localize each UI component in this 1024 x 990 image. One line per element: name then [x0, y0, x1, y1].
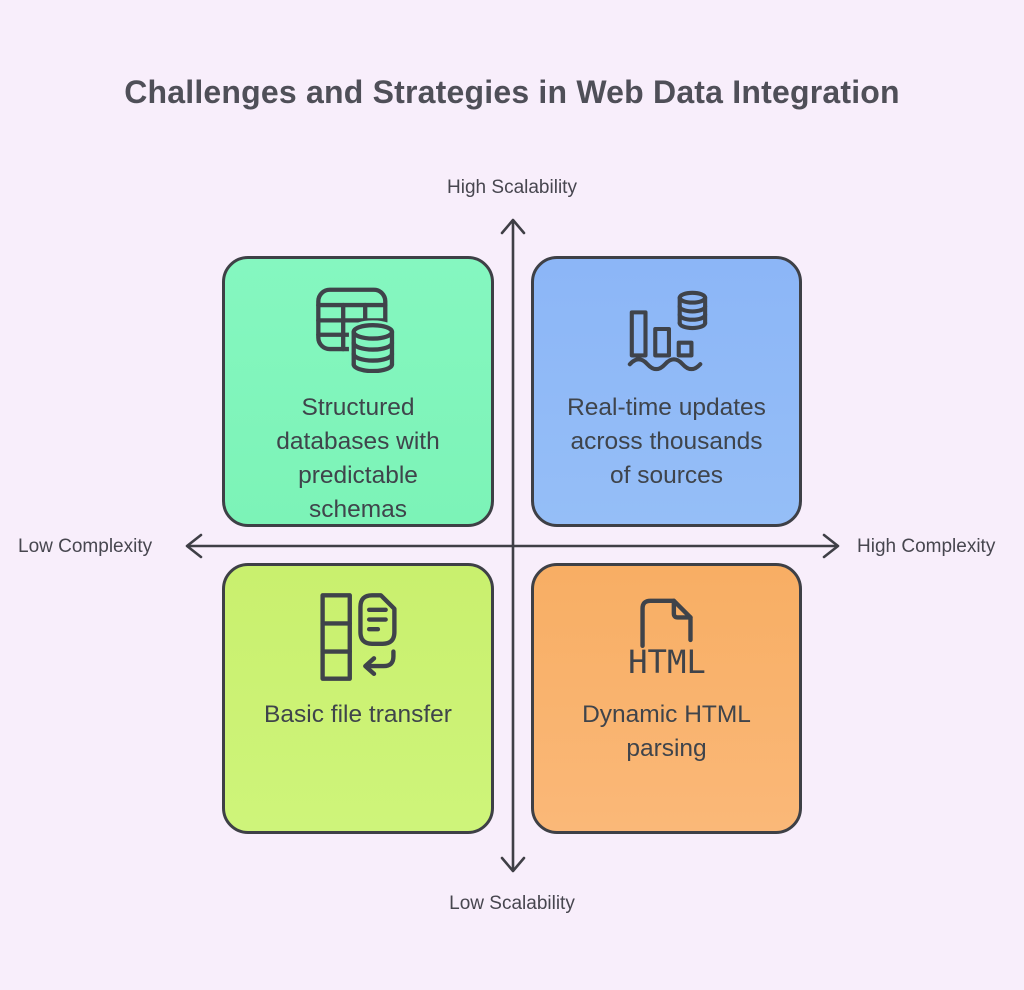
arrowhead-down-icon [500, 856, 526, 873]
html-file-icon: HTML [617, 592, 717, 681]
quadrant-structured-databases: Structured databases with predictable sc… [222, 256, 494, 527]
arrowhead-left-icon [185, 533, 203, 559]
html-file-icon-text: HTML [628, 643, 706, 681]
arrowhead-up-icon [500, 218, 526, 235]
quadrant-label: Real-time updates across thousands of so… [567, 394, 766, 489]
column-document-transfer-icon [310, 592, 407, 681]
quadrant-label: Structured databases with predictable sc… [276, 394, 440, 523]
bar-chart-database-icon [617, 285, 717, 373]
table-database-icon [310, 285, 407, 373]
axis-label-low-complexity: Low Complexity [18, 536, 153, 557]
quadrant-basic-file-transfer: Basic file transfer [222, 563, 494, 834]
quadrant-label: Dynamic HTML parsing [582, 701, 751, 762]
quadrant-label: Basic file transfer [264, 701, 452, 728]
axis-label-high-complexity: High Complexity [857, 536, 996, 557]
arrowhead-right-icon [822, 533, 840, 559]
axis-label-low-scalability: Low Scalability [449, 893, 575, 914]
quadrant-realtime-updates: Real-time updates across thousands of so… [531, 256, 802, 527]
page-title: Challenges and Strategies in Web Data In… [124, 74, 900, 110]
axis-label-high-scalability: High Scalability [447, 177, 577, 198]
quadrant-dynamic-html-parsing: HTML Dynamic HTML parsing [531, 563, 802, 834]
